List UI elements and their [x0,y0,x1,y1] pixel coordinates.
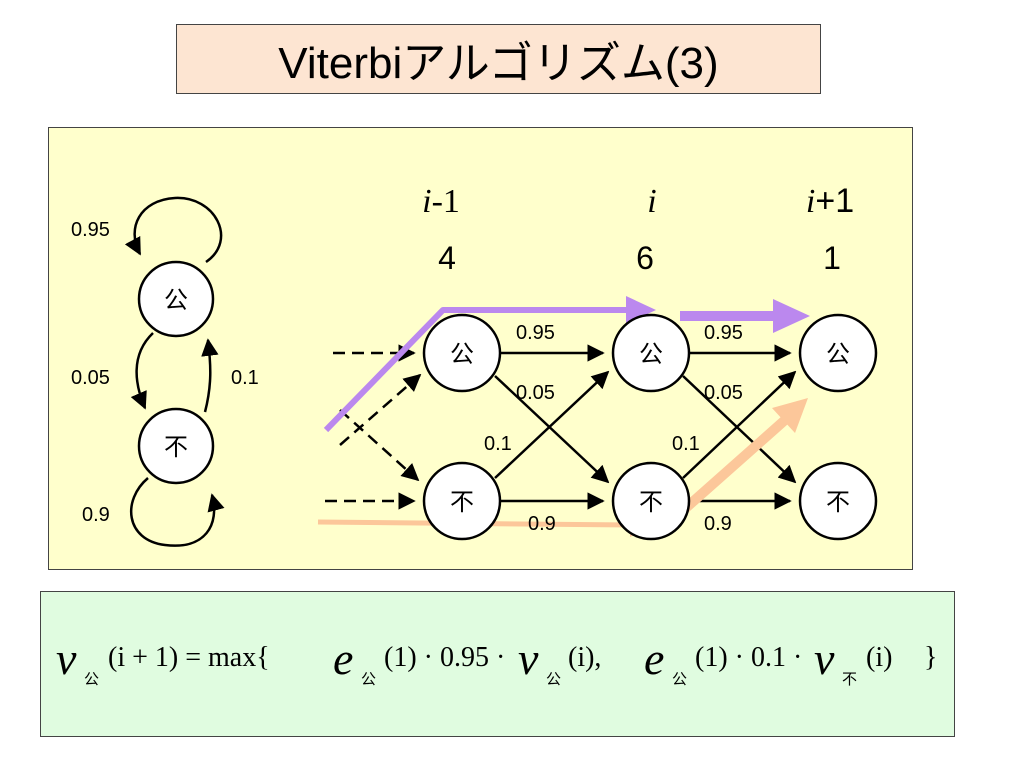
formula-lhs-v: v [56,633,77,684]
edge-ba-1 [494,370,610,479]
formula-lhs-sub: 公 [84,670,99,688]
column-header-prev: i-1 [422,183,460,220]
edge-ab-1 [494,375,610,484]
node-b-current-label: 不 [639,488,663,516]
edge-ba-2 [682,370,797,479]
state-node-a-label: 公 [164,286,188,314]
formula-e1-arg: (1) · 0.95 · [384,642,505,673]
state-node-b-label: 不 [164,433,188,461]
prob-self-a: 0.95 [71,219,110,241]
label-ab-1: 0.05 [516,382,555,404]
purple-path-1 [323,307,628,433]
slide-title-text: Viterbiアルゴリズム(3) [278,39,719,88]
formula-v1-arg: (i), [568,642,601,673]
node-b-next [798,461,878,541]
node-a-next [798,313,878,393]
edge-a-to-b [130,332,154,410]
label-ba-2: 0.1 [672,433,700,455]
node-b-prev-label: 不 [450,488,474,516]
state-diagram: 公 不 0.95 0.05 0.1 0.9 [71,196,259,547]
node-a-prev-label: 公 [450,340,474,368]
trellis-edges [325,344,797,510]
formula-box [40,591,955,737]
self-loop-a [124,196,223,264]
formula-e1-sub: 公 [361,670,376,688]
purple-arrowhead-1 [626,296,656,324]
label-ba-1: 0.1 [484,433,512,455]
state-node-b [137,407,215,485]
formula-v2: v [814,633,835,684]
formula-lhs-arg: (i + 1) = max{ [108,642,270,673]
orange-arrowhead-2 [772,398,808,433]
formula-v1: v [518,633,539,684]
node-a-prev [422,313,502,393]
node-a-current [611,313,691,393]
formula: v 公 (i + 1) = max{ e 公 (1) · 0.95 · v 公 … [56,633,937,688]
formula-close: } [924,642,937,673]
purple-arrowhead-2 [773,299,810,333]
edge-labels: 0.95 0.95 0.05 0.05 0.1 0.1 0.9 0.9 [484,322,743,535]
node-a-current-label: 公 [639,340,663,368]
column-header-current: i [647,183,656,220]
observation-prev: 4 [438,240,456,276]
observation-current: 6 [636,240,654,276]
formula-v2-arg: (i) [866,642,892,673]
formula-e2-arg: (1) · 0.1 · [695,642,802,673]
formula-e2: e [644,633,664,684]
trellis-nodes: 公 不 公 不 公 不 [422,313,878,541]
dashed-in-b-to-a [339,373,422,446]
dashed-in-a-to-b [339,409,420,482]
prob-a-to-b: 0.05 [71,367,110,389]
edge-ab-2 [682,375,797,484]
column-header-next: i+1 [806,182,854,220]
prob-b-to-a: 0.1 [231,367,259,389]
label-bb-2: 0.9 [704,513,732,535]
label-bb-1: 0.9 [528,513,556,535]
node-a-next-label: 公 [826,340,850,368]
prob-self-b: 0.9 [82,504,110,526]
node-b-prev [422,461,502,541]
state-node-a [137,260,215,338]
formula-e2-sub: 公 [672,670,687,688]
formula-v1-sub: 公 [546,670,561,688]
formula-v2-sub: 不 [842,670,857,688]
slide-title: Viterbiアルゴリズム(3) [176,24,821,94]
node-b-current [611,461,691,541]
formula-e1: e [333,633,353,684]
trellis-headers: i-1 i i+1 4 6 1 [422,182,854,276]
label-aa-1: 0.95 [516,322,555,344]
self-loop-b [130,477,225,547]
label-ab-2: 0.05 [704,382,743,404]
label-aa-2: 0.95 [704,322,743,344]
node-b-next-label: 不 [826,488,850,516]
edge-b-to-a [201,338,219,413]
observation-next: 1 [823,240,841,276]
